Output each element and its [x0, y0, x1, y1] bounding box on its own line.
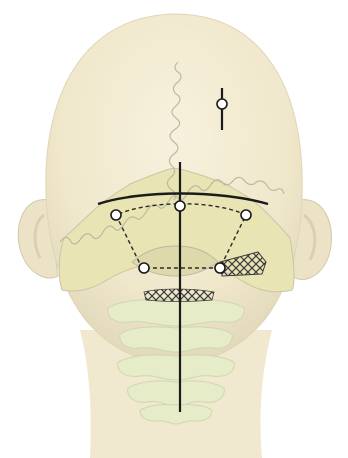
burr-hole-lower-right	[215, 263, 225, 273]
burr-hole-upper-left	[111, 210, 121, 220]
burr-hole-upper-right	[241, 210, 251, 220]
burr-hole-lower-left	[139, 263, 149, 273]
burr-hole-top-center	[175, 201, 185, 211]
